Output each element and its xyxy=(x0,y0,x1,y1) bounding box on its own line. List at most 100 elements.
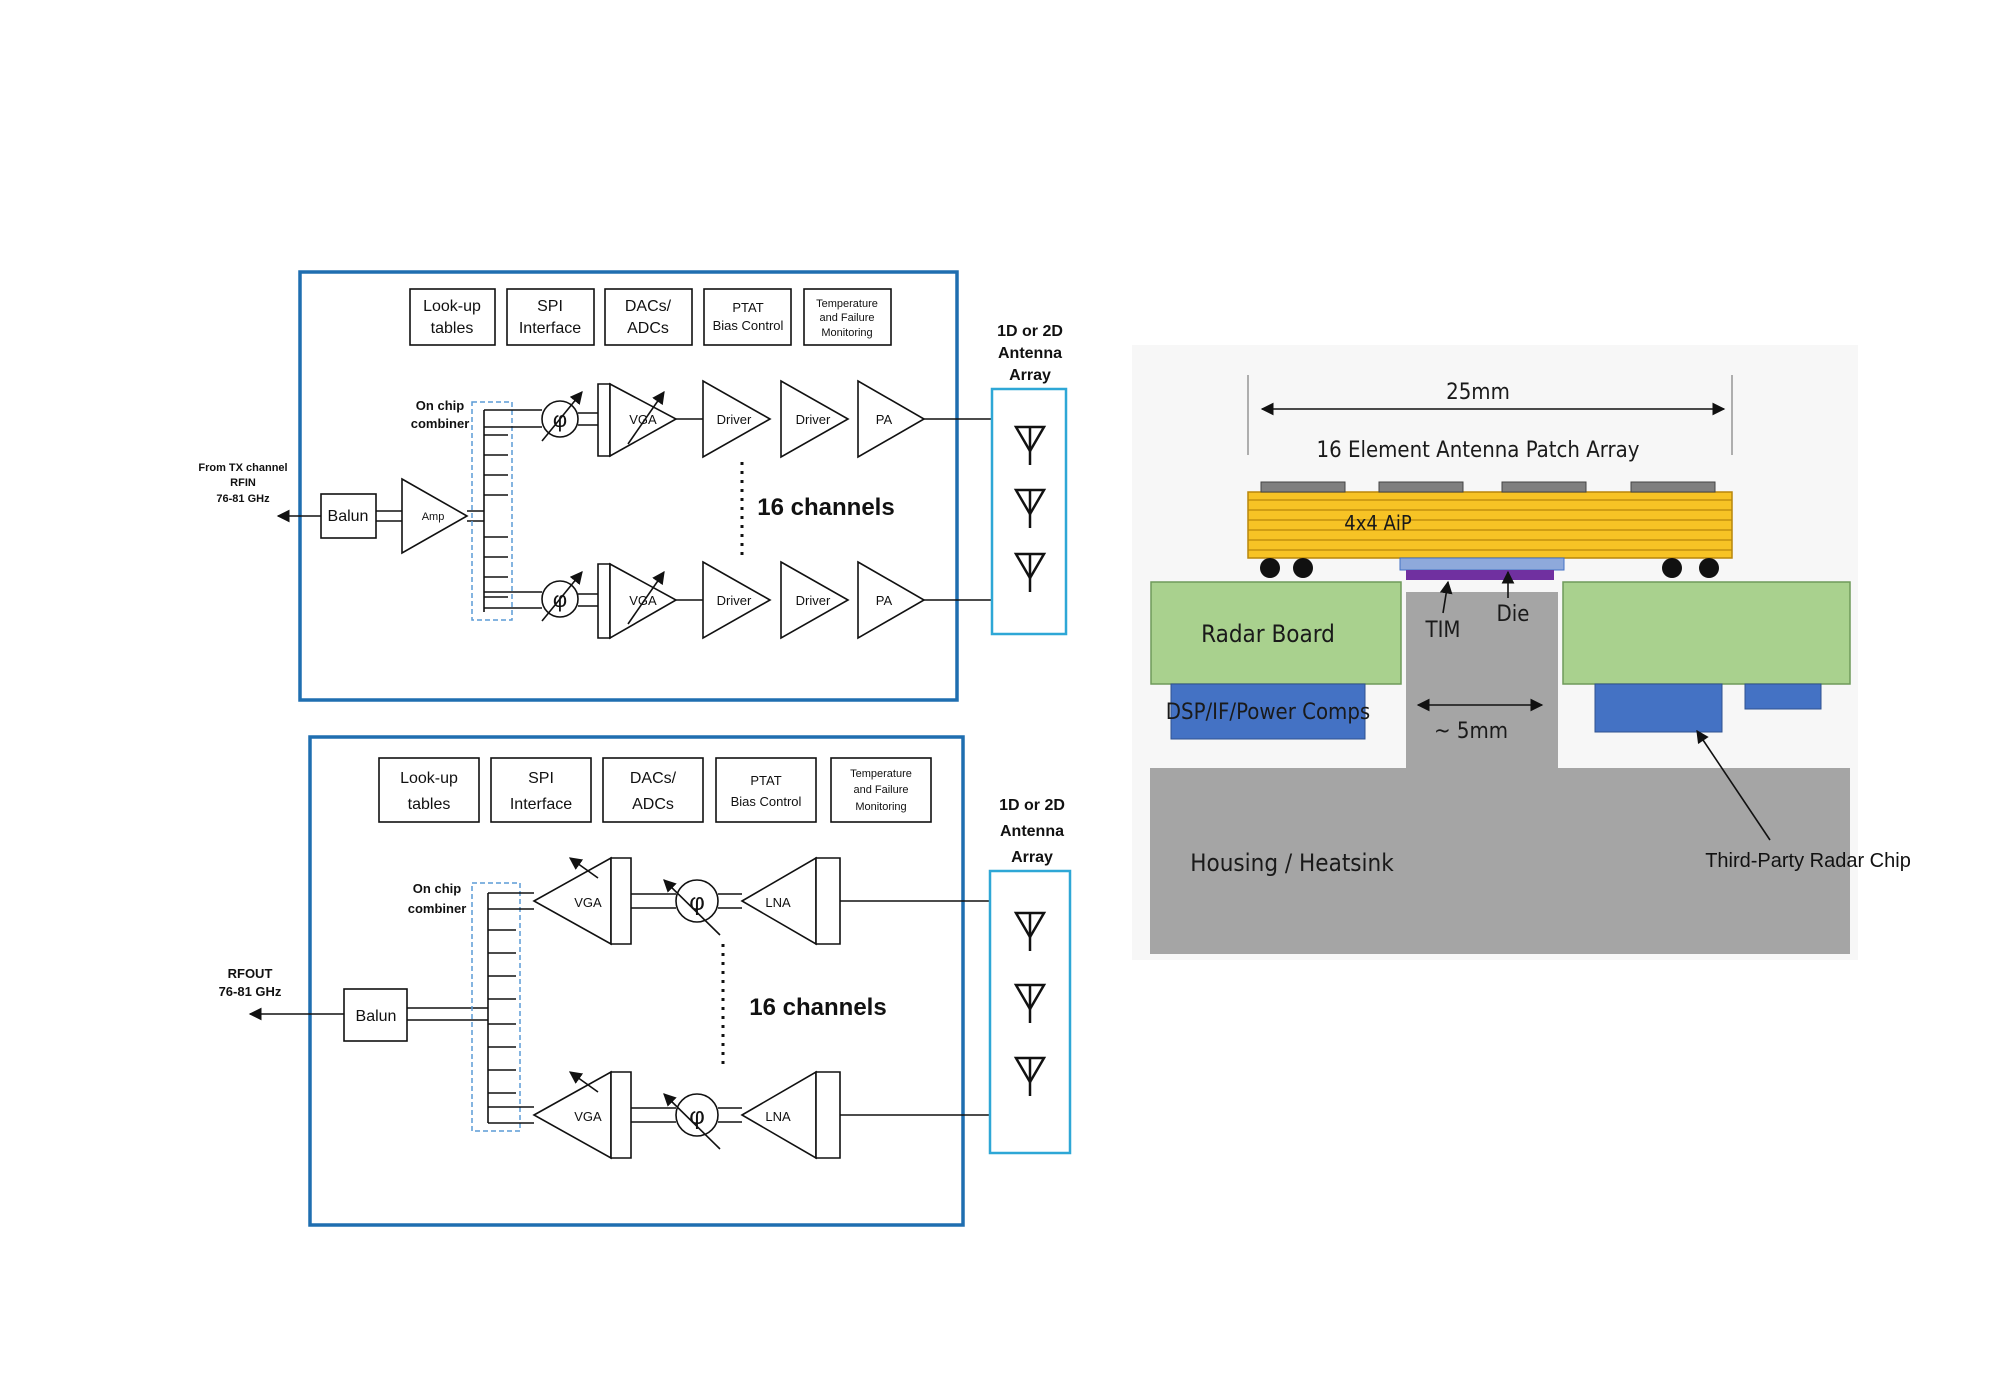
tx-control-blocks: Look-up tables SPI Interface DACs/ ADCs … xyxy=(409,288,892,346)
tx-frame xyxy=(298,270,959,702)
svg-text:Bias Control: Bias Control xyxy=(731,794,802,809)
rx-combiner: On chip combiner xyxy=(408,881,521,1132)
rx-ptat-bias-block: PTAT Bias Control xyxy=(715,757,817,823)
svg-text:Look-up: Look-up xyxy=(400,770,458,787)
rx-spi-interface-block: SPI Interface xyxy=(490,757,592,823)
svg-text:combiner: combiner xyxy=(408,901,467,916)
third-party-radar-chip xyxy=(1594,683,1723,733)
aip-block: 4x4 AiP xyxy=(1247,491,1733,559)
svg-text:tables: tables xyxy=(431,320,474,337)
radar-board-right xyxy=(1562,581,1851,685)
svg-text:VGA: VGA xyxy=(574,1109,602,1124)
svg-text:PTAT: PTAT xyxy=(732,300,763,315)
svg-text:Array: Array xyxy=(1009,367,1051,384)
svg-text:Antenna: Antenna xyxy=(998,345,1062,362)
die xyxy=(1399,557,1565,571)
svg-text:Bias Control: Bias Control xyxy=(713,318,784,333)
rx-control-blocks: Look-up tables SPI Interface DACs/ ADCs … xyxy=(378,757,932,823)
rx-temperature-monitoring-block: Temperature and Failure Monitoring xyxy=(830,757,932,823)
svg-text:Driver: Driver xyxy=(796,593,831,608)
tx-channel-1: φ VGA Driver Driver PA xyxy=(484,379,992,459)
rx-dacs-adcs-block: DACs/ ADCs xyxy=(602,757,704,823)
svg-text:Array: Array xyxy=(1011,849,1053,866)
svg-text:Interface: Interface xyxy=(510,796,572,813)
tx-channel-16: φ VGA Driver Driver PA xyxy=(484,560,992,640)
tx-amp: Amp xyxy=(401,477,469,555)
svg-text:Monitoring: Monitoring xyxy=(855,801,906,813)
antenna-patch xyxy=(1260,481,1346,493)
tx-balun: Balun xyxy=(320,493,377,539)
antenna-patch xyxy=(1501,481,1587,493)
svg-text:Antenna: Antenna xyxy=(1000,823,1064,840)
svg-text:76-81 GHz: 76-81 GHz xyxy=(219,984,282,999)
svg-text:Monitoring: Monitoring xyxy=(821,327,872,339)
svg-text:RFIN: RFIN xyxy=(230,477,256,489)
svg-text:Driver: Driver xyxy=(717,593,752,608)
solder-ball xyxy=(1260,558,1280,578)
svg-text:From TX channel: From TX channel xyxy=(198,462,287,474)
antenna-icon xyxy=(1014,425,1046,467)
solder-ball xyxy=(1699,558,1719,578)
tx-spi-interface-block: SPI Interface xyxy=(506,288,595,346)
svg-text:and Failure: and Failure xyxy=(853,784,908,796)
svg-text:Interface: Interface xyxy=(519,320,581,337)
solder-ball xyxy=(1662,558,1682,578)
svg-text:Driver: Driver xyxy=(717,412,752,427)
svg-text:SPI: SPI xyxy=(528,770,554,787)
radar-board-label: Radar Board xyxy=(1201,620,1335,648)
svg-text:On chip: On chip xyxy=(416,398,464,413)
svg-text:25mm: 25mm xyxy=(1446,380,1510,405)
tx-diagram: Look-up tables SPI Interface DACs/ ADCs … xyxy=(198,270,1068,702)
third-party-label: Third-Party Radar Chip xyxy=(1705,850,1911,872)
svg-text:DACs/: DACs/ xyxy=(625,298,672,315)
svg-text:RFOUT: RFOUT xyxy=(228,966,273,981)
rx-antenna-label: 1D or 2D Antenna Array xyxy=(999,797,1065,866)
svg-text:VGA: VGA xyxy=(574,895,602,910)
tx-channels-label: 16 channels xyxy=(757,494,894,521)
package-cross-section: 4x4 AiP 25mm 16 Element Antenna Patch Ar… xyxy=(1132,345,1911,960)
tx-temperature-monitoring-block: Temperature and Failure Monitoring xyxy=(803,288,892,346)
svg-text:4x4 AiP: 4x4 AiP xyxy=(1344,511,1412,535)
svg-text:LNA: LNA xyxy=(765,1109,791,1124)
svg-text:ADCs: ADCs xyxy=(632,796,674,813)
tim-layer xyxy=(1406,570,1554,580)
array-label: 16 Element Antenna Patch Array xyxy=(1316,438,1639,463)
phase-shifter-icon: φ xyxy=(663,1093,721,1150)
tx-combiner: On chip combiner xyxy=(411,398,513,621)
svg-text:1D or 2D: 1D or 2D xyxy=(997,323,1063,340)
tx-ptat-bias-block: PTAT Bias Control xyxy=(703,288,792,346)
antenna-icon xyxy=(1014,983,1046,1025)
antenna-icon xyxy=(1014,1056,1046,1098)
svg-text:DACs/: DACs/ xyxy=(630,770,677,787)
svg-text:combiner: combiner xyxy=(411,416,470,431)
housing-label: Housing / Heatsink xyxy=(1190,849,1394,877)
svg-text:VGA: VGA xyxy=(629,593,657,608)
antenna-icon xyxy=(1014,911,1046,953)
tim-label: TIM xyxy=(1425,618,1461,643)
antenna-icon xyxy=(1014,552,1046,594)
svg-text:PA: PA xyxy=(876,412,893,427)
rx-balun: Balun xyxy=(343,988,408,1042)
svg-text:ADCs: ADCs xyxy=(627,320,669,337)
tx-antenna-label: 1D or 2D Antenna Array xyxy=(997,323,1063,384)
rx-frame xyxy=(308,735,965,1227)
rx-channel-16: VGA φ LNA xyxy=(488,1070,990,1160)
svg-text:and Failure: and Failure xyxy=(819,312,874,324)
svg-text:tables: tables xyxy=(408,796,451,813)
housing-heatsink xyxy=(1150,592,1850,954)
tx-antenna-array xyxy=(990,387,1068,636)
svg-text:Balun: Balun xyxy=(356,1008,397,1025)
solder-ball xyxy=(1293,558,1313,578)
dsp-label: DSP/IF/Power Comps xyxy=(1166,700,1370,725)
svg-text:LNA: LNA xyxy=(765,895,791,910)
svg-text:Temperature: Temperature xyxy=(850,768,912,780)
svg-text:VGA: VGA xyxy=(629,412,657,427)
rx-antenna-array xyxy=(988,869,1072,1155)
svg-text:Look-up: Look-up xyxy=(423,298,481,315)
rx-diagram: Look-up tables SPI Interface DACs/ ADCs … xyxy=(219,735,1072,1227)
tim-arrow xyxy=(1439,580,1453,614)
svg-text:SPI: SPI xyxy=(537,298,563,315)
svg-text:76-81 GHz: 76-81 GHz xyxy=(216,493,270,505)
rx-output-label: RFOUT 76-81 GHz xyxy=(219,966,282,999)
